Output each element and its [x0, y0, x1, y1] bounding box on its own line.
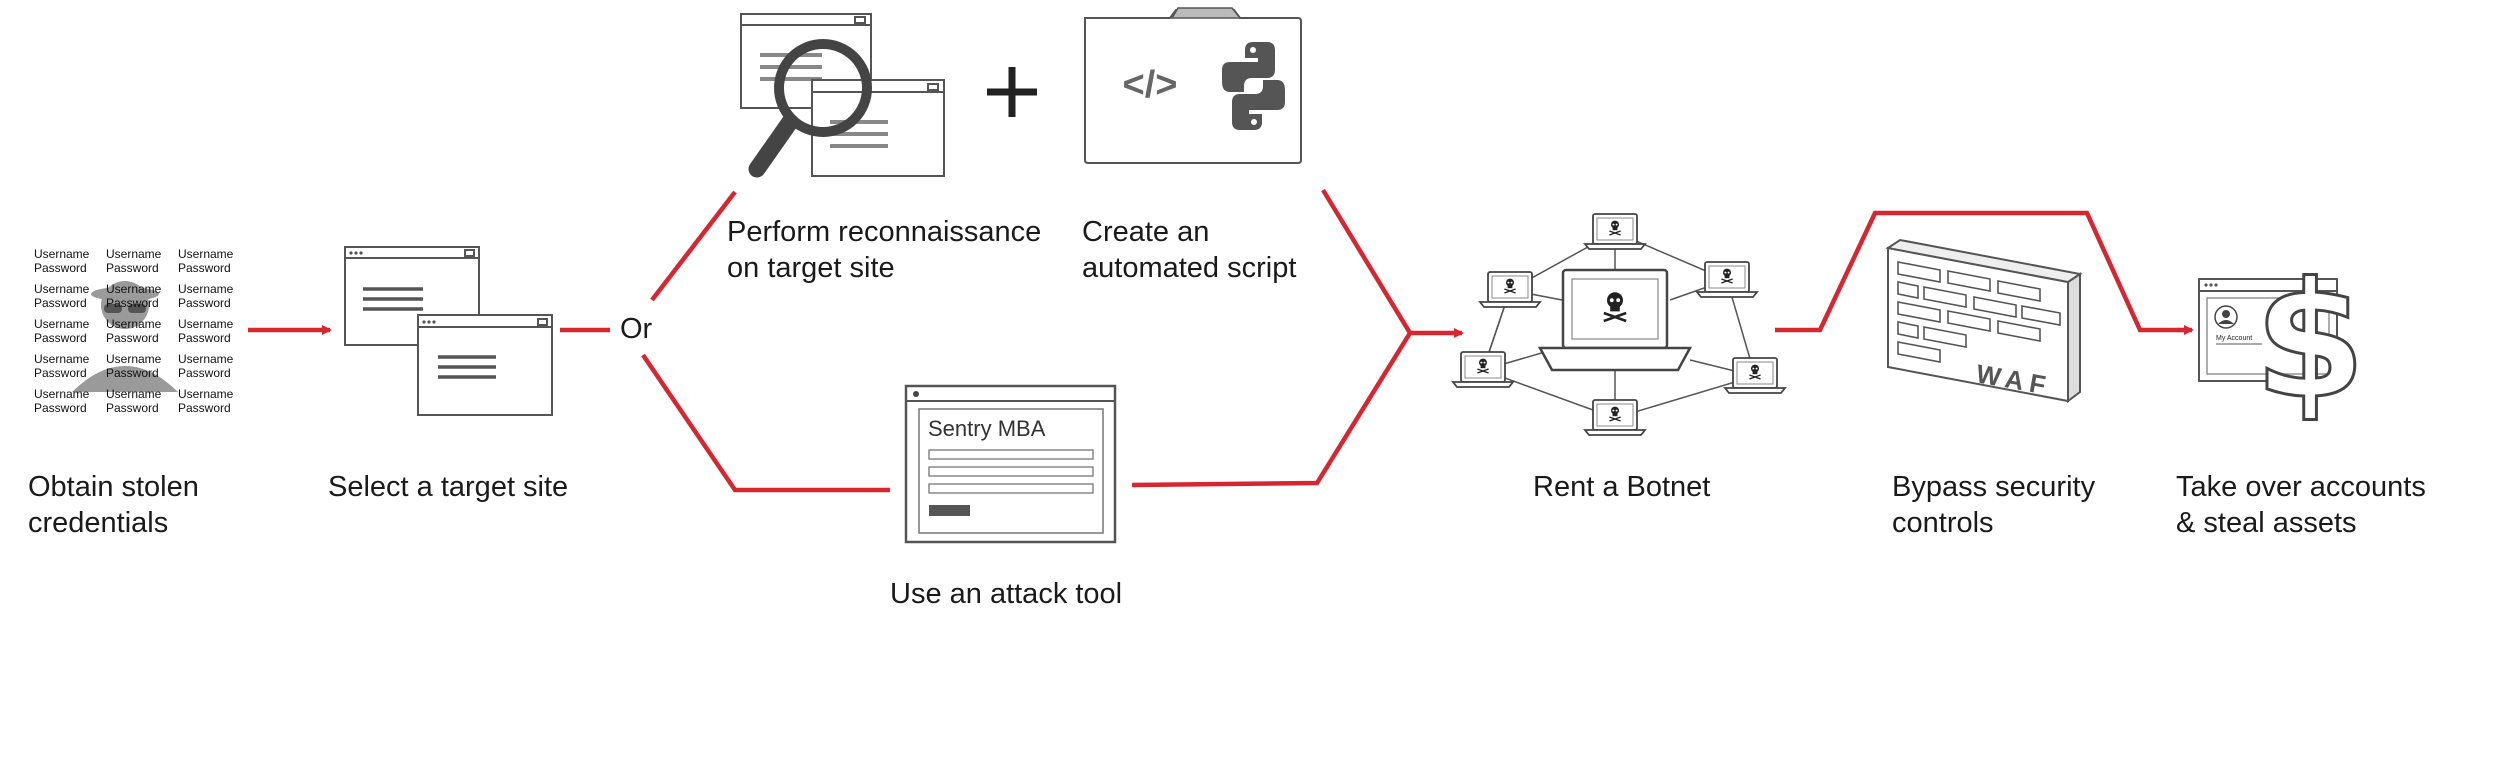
- step-botnet-label: Rent a Botnet: [1533, 469, 1710, 505]
- credential-list: UsernamePasswordUsernamePasswordUsername…: [34, 247, 234, 415]
- or-text: Or: [620, 313, 653, 345]
- my-account-label: My Account: [2216, 335, 2252, 342]
- svg-text:$: $: [2254, 247, 2365, 434]
- credential-username: Username: [178, 282, 234, 296]
- credential-password: Password: [106, 261, 159, 275]
- line-script-to-botnet: [1321, 188, 1412, 335]
- central-laptop: [1537, 268, 1693, 372]
- credential-password: Password: [34, 401, 87, 415]
- bot-laptop: [1696, 261, 1758, 298]
- credential-password: Password: [178, 366, 231, 380]
- label-line: credentials: [28, 507, 169, 539]
- line-tool-to-botnet: [1131, 331, 1412, 488]
- label-line: automated script: [1082, 252, 1297, 284]
- botnet-network-icon: [1452, 213, 1786, 436]
- attack-tool-window: Sentry MBA: [904, 384, 1117, 544]
- line-botnet-to-waf: [1775, 210, 2180, 333]
- credential-password: Password: [178, 331, 231, 345]
- script-folder-icon: </>: [1084, 7, 1302, 164]
- reconnaissance-icon: [740, 13, 945, 178]
- label-line: Select a target site: [328, 471, 569, 503]
- credential-username: Username: [178, 247, 234, 261]
- label-line: Take over accounts: [2176, 471, 2426, 503]
- credential-username: Username: [178, 352, 234, 366]
- label-line: Create an: [1082, 216, 1210, 248]
- python-logo-icon: [1222, 42, 1285, 130]
- credential-username: Username: [106, 247, 162, 261]
- firewall-icon: WAF: [1885, 238, 2083, 403]
- credential-password: Password: [106, 401, 159, 415]
- bot-laptop: [1584, 399, 1646, 436]
- label-line: on target site: [727, 252, 895, 284]
- attack-tool-app-title: Sentry MBA: [928, 416, 1046, 441]
- line-or-to-recon: [650, 190, 737, 302]
- dollar-icon: $: [2253, 246, 2367, 436]
- label-line: & steal assets: [2176, 507, 2357, 539]
- credential-username: Username: [34, 317, 90, 331]
- credential-password: Password: [106, 366, 159, 380]
- credential-password: Password: [178, 401, 231, 415]
- credential-username: Username: [178, 387, 234, 401]
- credential-password: Password: [106, 331, 159, 345]
- bot-laptop: [1724, 357, 1786, 394]
- credential-password: Password: [34, 261, 87, 275]
- account-takeover-icon: My Account $: [2198, 246, 2367, 436]
- credential-password: Password: [178, 296, 231, 310]
- credential-username: Username: [106, 352, 162, 366]
- step-obtain-credentials-label: Obtain stolen credentials: [28, 469, 199, 541]
- connector-lines: [248, 188, 2194, 493]
- credential-username: Username: [34, 352, 90, 366]
- credential-password: Password: [34, 366, 87, 380]
- browser-windows-icon: [344, 246, 553, 416]
- credential-username: Username: [34, 247, 90, 261]
- bot-laptop: [1479, 271, 1541, 308]
- label-line: controls: [1892, 507, 1994, 539]
- step-recon-label: Perform reconnaissance on target site: [727, 214, 1041, 286]
- credential-username: Username: [106, 282, 162, 296]
- step-attack-tool-label: Use an attack tool: [890, 576, 1122, 612]
- stolen-credentials-icon: UsernamePasswordUsernamePasswordUsername…: [34, 247, 234, 415]
- or-label: Or: [620, 311, 652, 347]
- step-script-label: Create an automated script: [1082, 214, 1296, 286]
- step-bypass-label: Bypass security controls: [1892, 469, 2095, 541]
- label-line: Use an attack tool: [890, 578, 1123, 610]
- label-line: Obtain stolen: [28, 471, 199, 503]
- credential-password: Password: [178, 261, 231, 275]
- bot-laptop: [1584, 213, 1646, 250]
- bot-laptop: [1452, 351, 1514, 388]
- credential-username: Username: [106, 317, 162, 331]
- code-icon: </>: [1123, 64, 1178, 106]
- step-select-target-label: Select a target site: [328, 469, 568, 505]
- plus-icon: [987, 67, 1037, 117]
- credential-username: Username: [178, 317, 234, 331]
- credential-username: Username: [34, 387, 90, 401]
- credential-password: Password: [34, 331, 87, 345]
- label-line: Bypass security: [1892, 471, 2096, 503]
- user-avatar-icon: [2214, 305, 2238, 329]
- hacker-icon: [72, 281, 178, 392]
- label-line: Perform reconnaissance: [727, 216, 1042, 248]
- step-takeover-label: Take over accounts & steal assets: [2176, 469, 2426, 541]
- credential-password: Password: [34, 296, 87, 310]
- credential-username: Username: [34, 282, 90, 296]
- magnifier-icon: [748, 39, 872, 178]
- credential-password: Password: [106, 296, 159, 310]
- credential-username: Username: [106, 387, 162, 401]
- line-or-to-tool: [641, 353, 890, 493]
- label-line: Rent a Botnet: [1533, 471, 1711, 503]
